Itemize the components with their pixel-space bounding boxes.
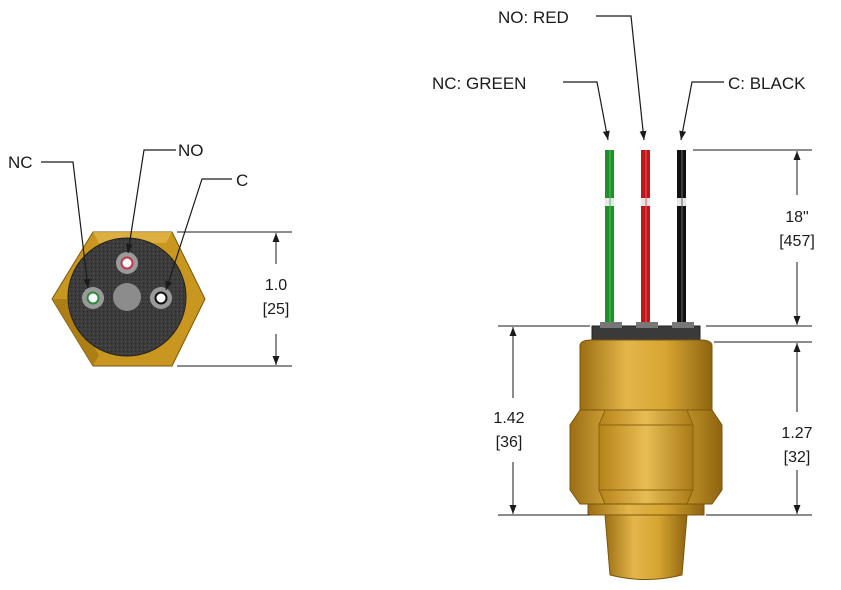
- wire-green: [605, 150, 614, 328]
- dim-wire-metric: [457]: [779, 233, 815, 250]
- collar: [587, 503, 705, 516]
- label-wire-black: C: BLACK: [728, 74, 806, 93]
- dim-end-value: 1.0: [265, 277, 287, 294]
- wire-red: [641, 150, 650, 328]
- leader-black: [679, 81, 724, 141]
- dim-end-metric: [25]: [263, 301, 290, 318]
- leader-green: [563, 81, 610, 141]
- terminal-c: [150, 287, 172, 309]
- leader-c: [165, 178, 232, 291]
- label-nc: NC: [8, 153, 33, 172]
- dim-overall-value: 1.42: [493, 410, 524, 427]
- label-wire-red: NO: RED: [498, 8, 569, 27]
- leader-nc: [41, 161, 91, 289]
- label-no: NO: [178, 141, 204, 160]
- dim-body-metric: [32]: [784, 449, 811, 466]
- leader-red: [596, 15, 647, 141]
- dim-body-value: 1.27: [781, 425, 812, 442]
- terminal-no: [116, 252, 138, 274]
- side-view: NC: GREEN NO: RED C: BLACK 18" [457] 1.4…: [432, 8, 815, 580]
- center-post: [113, 283, 141, 311]
- dim-overall-metric: [36]: [496, 434, 523, 451]
- label-c: C: [236, 171, 248, 190]
- terminal-nc: [82, 287, 104, 309]
- dim-wire-value: 18": [785, 209, 808, 226]
- leader-no: [125, 149, 176, 254]
- threaded-stem: [604, 514, 688, 580]
- label-wire-green: NC: GREEN: [432, 74, 526, 93]
- hex-section: [569, 409, 723, 505]
- end-view: NC NO C 1.0 [25]: [8, 141, 292, 367]
- upper-body: [579, 339, 713, 413]
- wire-black: [677, 150, 686, 328]
